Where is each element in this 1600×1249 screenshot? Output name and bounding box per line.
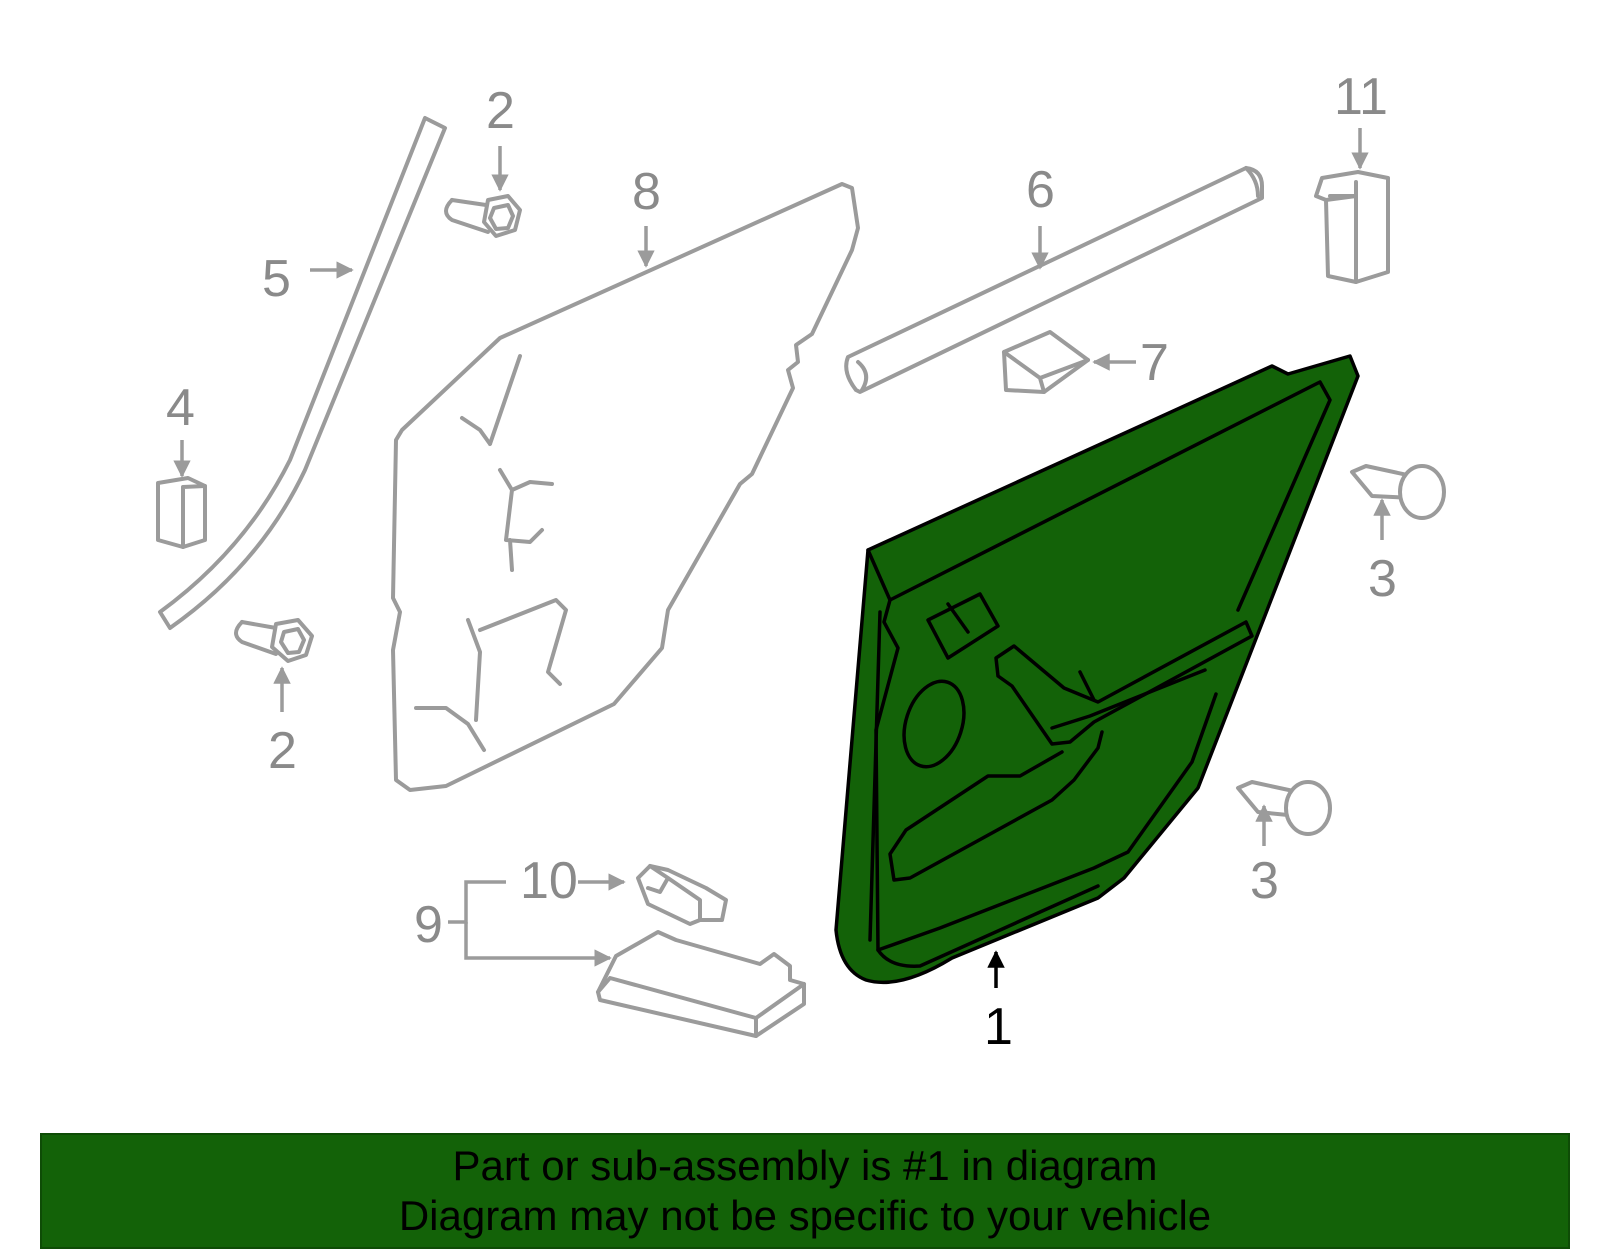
part-3-pushpin-bottom xyxy=(1236,780,1332,836)
part-9-armrest xyxy=(596,930,806,1038)
part-6-belt-molding xyxy=(844,166,1264,394)
callout-8-label: 8 xyxy=(632,163,661,221)
callout-9-label: 9 xyxy=(414,896,443,954)
callout-9-bracket-top xyxy=(448,880,506,924)
callout-2-top-label: 2 xyxy=(486,82,515,140)
callout-3-bottom: 3 xyxy=(1250,804,1279,910)
callout-6-label: 6 xyxy=(1026,161,1055,219)
callout-2-bottom-label: 2 xyxy=(268,722,297,780)
part-7-clip xyxy=(1002,330,1090,394)
callout-6: 6 xyxy=(1026,161,1055,270)
callout-5: 5 xyxy=(262,250,354,308)
callout-5-label: 5 xyxy=(262,250,291,308)
callout-7: 7 xyxy=(1092,334,1169,392)
door-trim-panel-body xyxy=(834,354,1360,985)
part-3-pushpin-top xyxy=(1350,464,1446,520)
callout-2-bottom: 2 xyxy=(268,666,297,780)
callout-1-label: 1 xyxy=(984,998,1013,1056)
part-5-weatherstrip xyxy=(158,116,447,630)
part-8-watershield xyxy=(391,182,860,792)
callout-4-label: 4 xyxy=(166,379,195,437)
callout-11-label: 11 xyxy=(1334,68,1388,126)
banner-line-2: Diagram may not be specific to your vehi… xyxy=(398,1192,1212,1239)
banner-line-1: Part or sub-assembly is #1 in diagram xyxy=(452,1142,1158,1189)
callout-10-label: 10 xyxy=(520,852,578,910)
callout-1: 1 xyxy=(984,950,1013,1056)
callout-9-10: 9 10 xyxy=(414,852,626,967)
part-11-bracket xyxy=(1314,170,1390,284)
part-1-door-trim-panel xyxy=(834,354,1360,985)
callout-8: 8 xyxy=(632,163,661,268)
callout-3-bottom-label: 3 xyxy=(1250,852,1279,910)
callout-7-label: 7 xyxy=(1140,334,1169,392)
part-10-switch xyxy=(636,864,728,926)
callout-3-top: 3 xyxy=(1368,498,1397,608)
callout-3-top-label: 3 xyxy=(1368,550,1397,608)
callout-9-arrow xyxy=(464,922,612,967)
callout-4: 4 xyxy=(166,379,195,478)
part-2-bolt-top xyxy=(444,194,522,238)
info-banner: Part or sub-assembly is #1 in diagram Di… xyxy=(40,1133,1570,1249)
part-4-clip xyxy=(156,476,207,549)
callout-2-top: 2 xyxy=(486,82,515,192)
part-2-bolt-bottom xyxy=(234,618,314,663)
parts-diagram: 5 4 2 2 8 xyxy=(156,68,1446,1056)
callout-11: 11 xyxy=(1334,68,1388,170)
